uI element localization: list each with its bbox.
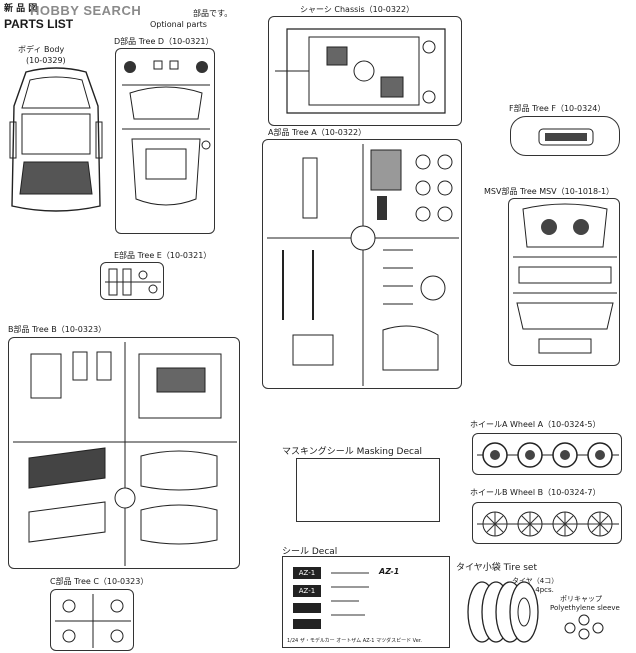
tree-a-sprue bbox=[262, 139, 462, 389]
tree-a-label: A部品 Tree A（10-0322） bbox=[268, 128, 367, 137]
body-label: ボディ Body bbox=[18, 45, 65, 54]
tree-e-label: E部品 Tree E（10-0321） bbox=[114, 251, 212, 260]
tree-f-label: F部品 Tree F（10-0324） bbox=[509, 104, 606, 113]
polycap-en: Polyethylene sleeve bbox=[550, 604, 620, 612]
chassis-label: シャーシ Chassis（10-0322） bbox=[300, 5, 415, 14]
tree-b-label: B部品 Tree B（10-0323） bbox=[8, 325, 107, 334]
decal-sheet: AZ-1 AZ-1 AZ-1 1/24 ザ・モデルカー オートザム AZ-1 マ… bbox=[282, 556, 450, 648]
polycap-jp: ポリキャップ bbox=[560, 595, 602, 603]
decal-small-marks bbox=[329, 569, 375, 629]
optional-parts-en: Optional parts bbox=[150, 20, 207, 29]
tire-count-en: Tire 4pcs. bbox=[520, 586, 554, 594]
msv-sprue bbox=[508, 198, 620, 366]
tree-c-sprue bbox=[50, 589, 134, 651]
wheel-a-sprue bbox=[472, 433, 622, 475]
parts-list-title: PARTS LIST bbox=[4, 17, 74, 31]
masking-label: マスキングシール Masking Decal bbox=[282, 447, 422, 457]
decal-az1-logo: AZ-1 bbox=[379, 567, 400, 576]
decal-black-strip-b bbox=[293, 619, 321, 629]
masking-decal-sheet bbox=[296, 458, 440, 522]
tire-count-jp: タイヤ（4コ） bbox=[512, 577, 559, 585]
decal-black-strip-a bbox=[293, 603, 321, 613]
watermark-logo: HOBBY SEARCH bbox=[30, 3, 142, 18]
wheel-b-label: ホイールB Wheel B（10-0324-7） bbox=[470, 488, 601, 497]
decal-az1-black-a: AZ-1 bbox=[293, 567, 321, 579]
decal-footer: 1/24 ザ・モデルカー オートザム AZ-1 マツダスピード Ver. bbox=[287, 638, 422, 644]
chassis-sprue bbox=[268, 16, 462, 126]
msv-label: MSV部品 Tree MSV（10-1018-1） bbox=[484, 187, 615, 196]
tree-f-sprue bbox=[510, 116, 620, 156]
body-code: (10-0329) bbox=[26, 56, 66, 65]
wheel-a-label: ホイールA Wheel A（10-0324-5） bbox=[470, 420, 601, 429]
tree-b-sprue bbox=[8, 337, 240, 569]
tree-d-label: D部品 Tree D（10-0321） bbox=[114, 37, 214, 46]
tree-c-label: C部品 Tree C（10-0323） bbox=[50, 577, 149, 586]
decal-az1-black-b: AZ-1 bbox=[293, 585, 321, 597]
tire-set-drawing bbox=[458, 572, 624, 650]
tree-d-sprue bbox=[115, 48, 215, 234]
wheel-b-sprue bbox=[472, 502, 622, 544]
new-mark: 新 品 図 bbox=[4, 4, 38, 14]
body-drawing bbox=[6, 66, 106, 218]
tree-e-sprue bbox=[100, 262, 164, 300]
tire-set-label: タイヤ小袋 Tire set bbox=[456, 563, 537, 573]
optional-parts-jp: 部品です。 bbox=[193, 9, 233, 18]
decal-label: シール Decal bbox=[282, 547, 338, 557]
